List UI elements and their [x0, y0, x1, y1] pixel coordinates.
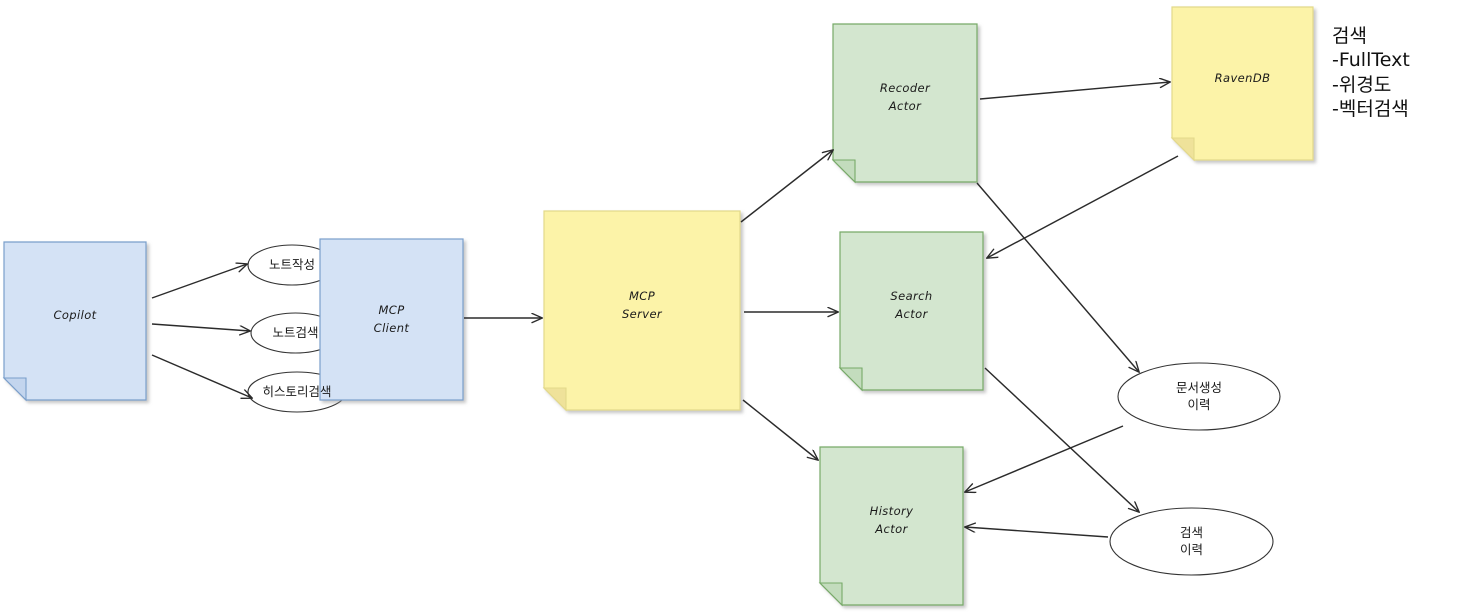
node-search-actor[interactable]: [838, 231, 984, 392]
node-recoder-actor[interactable]: [831, 23, 978, 184]
node-doc-history[interactable]: [1117, 362, 1281, 431]
edge-copilot-to-note-search: [151, 323, 250, 331]
edge-recoder-actor-to-ravendb: [979, 82, 1170, 100]
node-copilot[interactable]: [2, 241, 147, 402]
node-shape-document: [832, 23, 978, 183]
node-fold-corner-icon: [1170, 137, 1195, 162]
node-mcp-client[interactable]: [319, 238, 464, 401]
node-shape-ellipse: [1109, 507, 1274, 576]
node-shape-document: [819, 446, 964, 606]
node-shape-document: [839, 231, 984, 391]
node-fold-corner-icon: [542, 387, 567, 412]
edge-mcp-server-to-history-actor: [742, 399, 818, 460]
node-shape-document: [1171, 6, 1314, 161]
node-search-history[interactable]: [1109, 507, 1274, 576]
node-mcp-server[interactable]: [542, 210, 741, 412]
edge-ravendb-to-search-actor: [987, 155, 1179, 258]
search-features-note: 검색 -FullText -위경도 -벡터검색: [1332, 25, 1410, 120]
node-shape-ellipse: [1117, 362, 1281, 431]
node-shape-rect: [319, 238, 464, 401]
node-ravendb[interactable]: [1170, 6, 1314, 162]
edge-recoder-actor-to-doc-history: [976, 182, 1139, 372]
node-fold-corner-icon: [818, 582, 843, 607]
edge-copilot-to-note-write: [151, 264, 247, 299]
node-fold-corner-icon: [2, 377, 27, 402]
edge-doc-history-to-history-actor: [965, 425, 1124, 492]
node-shape-document: [3, 241, 147, 401]
node-fold-corner-icon: [838, 367, 863, 392]
edge-search-history-to-history-actor: [965, 527, 1109, 538]
edge-mcp-server-to-recoder-actor: [740, 150, 833, 223]
edge-search-actor-to-search-history: [984, 367, 1139, 512]
node-history-actor[interactable]: [818, 446, 964, 607]
node-fold-corner-icon: [831, 159, 856, 184]
node-shape-document: [543, 210, 741, 411]
edge-copilot-to-history-search: [151, 354, 252, 398]
